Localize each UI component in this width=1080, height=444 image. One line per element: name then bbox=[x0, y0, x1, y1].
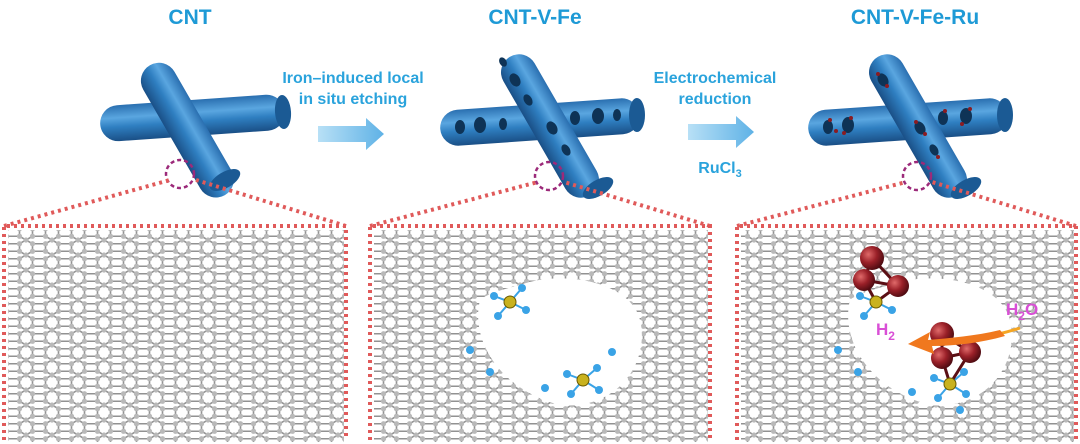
h2o-main: H bbox=[1006, 300, 1019, 319]
graphene-lattice-vacancy-fe bbox=[374, 230, 708, 442]
step1-line1: Iron–induced local bbox=[282, 70, 424, 87]
reagent-label: RuCl3 bbox=[680, 158, 760, 185]
zoom-frames bbox=[2, 178, 1078, 440]
reagent-main: RuCl bbox=[698, 160, 736, 177]
h2-label: H2 bbox=[876, 320, 895, 343]
her-flow-arrow bbox=[908, 326, 1021, 354]
h2-subscript: 2 bbox=[888, 329, 895, 343]
cnt-v-fe-ru-zoom-marker bbox=[901, 160, 933, 192]
panel-title-cnt: CNT bbox=[168, 6, 212, 29]
step2-line1: Electrochemical bbox=[653, 70, 777, 87]
cnt-zoom-marker bbox=[164, 158, 196, 190]
step2-label: Electrochemical reduction bbox=[620, 68, 810, 110]
cnt-v-fe-ru-tubes bbox=[808, 54, 1013, 199]
h2-main: H bbox=[876, 320, 889, 339]
process-arrow-1 bbox=[318, 118, 384, 150]
h2o-subscript: 2 bbox=[1018, 309, 1025, 323]
step1-label: Iron–induced local in situ etching bbox=[248, 68, 458, 110]
reagent-subscript: 3 bbox=[735, 168, 742, 180]
panel-title-cnt-v-fe: CNT-V-Fe bbox=[488, 6, 582, 29]
cnt-v-fe-zoom-marker bbox=[533, 160, 565, 192]
h2o-end: O bbox=[1024, 300, 1039, 319]
cnt-v-fe-tubes bbox=[440, 54, 645, 199]
graphene-lattice-cnt bbox=[8, 230, 344, 442]
graphene-lattice-vacancy-fe-ru bbox=[741, 230, 1074, 442]
panel-title-cnt-v-fe-ru: CNT-V-Fe-Ru bbox=[850, 6, 980, 29]
h2o-label: H2O bbox=[1006, 300, 1038, 323]
step1-line2: in situ etching bbox=[298, 91, 408, 108]
process-arrow-2 bbox=[688, 116, 754, 148]
step2-line2: reduction bbox=[678, 91, 752, 108]
